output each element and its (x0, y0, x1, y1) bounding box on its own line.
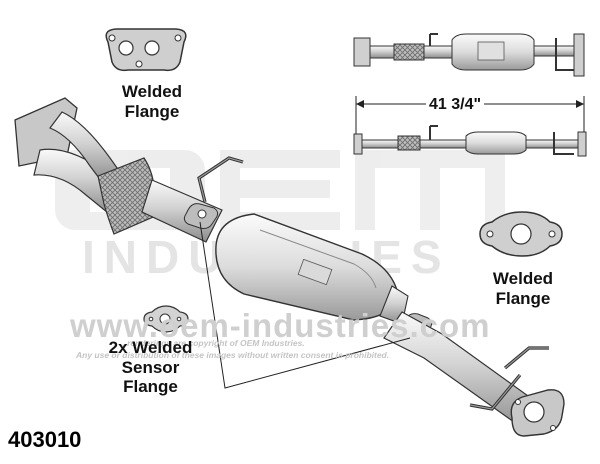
side-view-bottom (353, 125, 587, 157)
sensor-flange-icon (143, 305, 189, 333)
part-number: 403010 (8, 427, 82, 452)
catalytic-converter-assembly (14, 97, 565, 437)
flange-icon-top-left (105, 28, 187, 72)
flange-icon-right (479, 211, 563, 257)
watermark-copyright-1: ...renderings are copyright of OEM Indus… (120, 338, 305, 348)
side-view-top (353, 33, 585, 77)
label-welded-flange-right: Welded Flange (492, 269, 554, 308)
label-welded-flange-top: Welded Flange (121, 82, 183, 121)
watermark-copyright-2: Any use or distribution of these images … (76, 350, 390, 360)
label-sensor-flange: 2x Welded Sensor Flange (108, 338, 193, 397)
dimension-label: 41 3/4" (426, 96, 485, 114)
watermark-url: www.oem-industries.com (70, 307, 491, 344)
